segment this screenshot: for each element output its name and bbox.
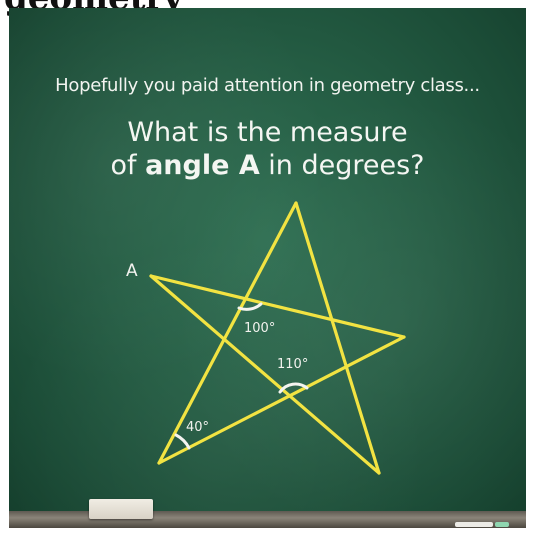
angle-arc-100 <box>237 302 263 311</box>
star-edge <box>294 201 381 475</box>
vertex-label-a: A <box>126 261 138 281</box>
question-suffix: in degrees? <box>259 150 425 181</box>
question-line-1: What is the measure <box>127 117 408 148</box>
question-highlight: angle A <box>145 150 260 181</box>
question-line-2: of angle A in degrees? <box>9 149 526 182</box>
chalk-stick <box>455 522 493 527</box>
angle-arc-40 <box>174 433 191 450</box>
star-edge <box>157 335 406 465</box>
eraser <box>89 499 153 519</box>
chalk-stick <box>495 522 509 527</box>
question: What is the measure of angle A in degree… <box>9 116 526 182</box>
subtitle: Hopefully you paid attention in geometry… <box>55 75 480 96</box>
angle-label-110: 110° <box>277 357 308 372</box>
angle-label-40: 40° <box>186 420 209 435</box>
chalk-ledge <box>9 511 526 528</box>
chalkboard: Hopefully you paid attention in geometry… <box>9 8 526 528</box>
question-prefix: of <box>110 150 146 181</box>
star-edge <box>149 274 381 475</box>
star-diagram: A 100° 110° 40° <box>126 201 406 475</box>
star-edge <box>157 201 298 465</box>
angle-label-100: 100° <box>244 321 275 336</box>
angle-arc-110 <box>278 382 309 394</box>
star-edge <box>149 274 406 339</box>
